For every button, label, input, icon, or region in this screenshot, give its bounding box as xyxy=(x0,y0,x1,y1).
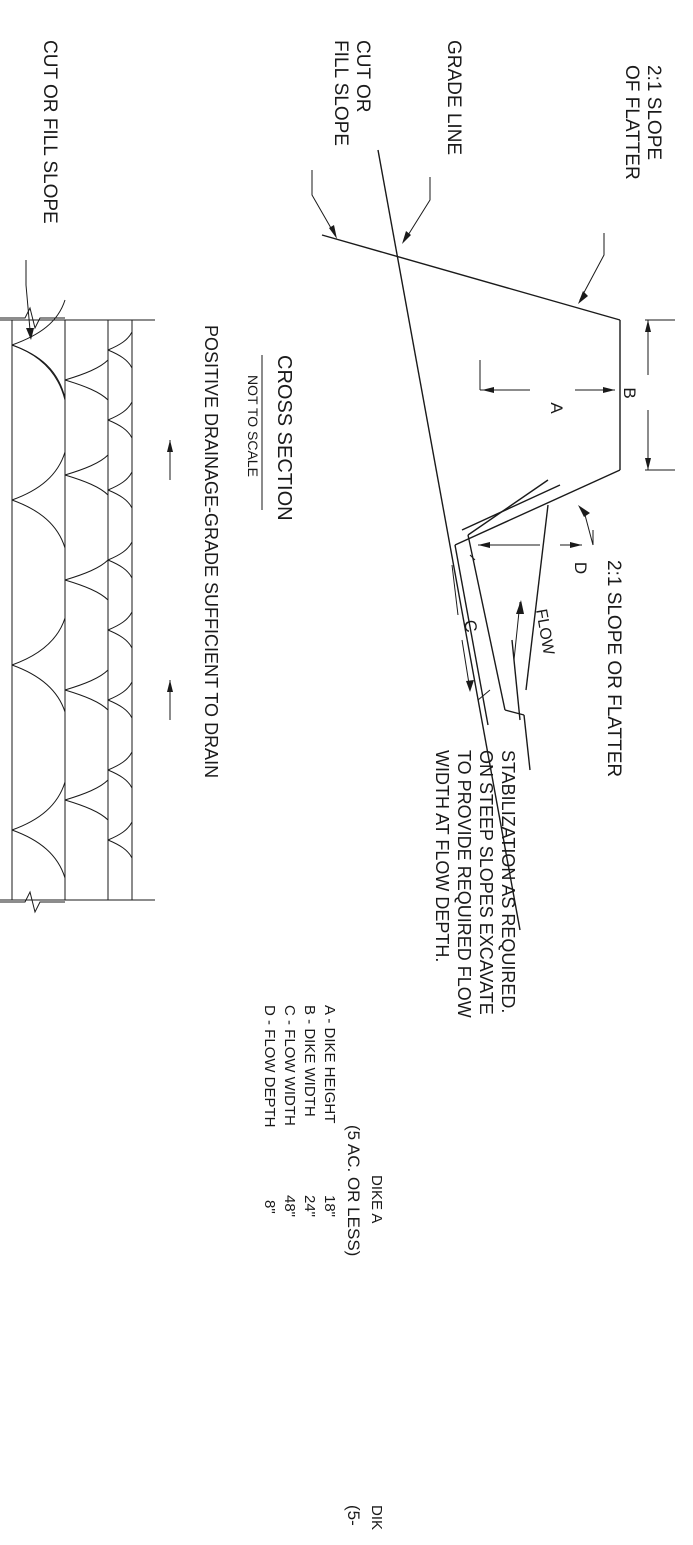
cut-fill-top-line2: FILL SLOPE xyxy=(330,40,351,146)
stabilization-inner xyxy=(511,639,521,721)
table-row-a-value: 18" xyxy=(321,1195,338,1217)
table-row-d-label: D - FLOW DEPTH xyxy=(261,1005,278,1128)
dim-a-label: A xyxy=(547,402,566,414)
table-col2-header-line2: (5- xyxy=(344,1505,363,1526)
riprap-pattern xyxy=(11,299,133,879)
stabilization-line-2 xyxy=(467,479,549,536)
label-slope-right: 2:1 SLOPE OR FLATTER xyxy=(578,505,624,777)
stabilization-line1: STABILIZATION AS REQUIRED. xyxy=(498,750,518,1013)
table-row-d-value: 8" xyxy=(261,1200,278,1214)
stabilization-line2: ON STEEP SLOPES EXCAVATE xyxy=(476,750,496,1015)
table-col2-header-line1: DIK xyxy=(368,1505,385,1530)
table-row-b-value: 24" xyxy=(301,1195,318,1217)
table-col1-header-line2: (5 AC. OR LESS) xyxy=(344,1125,363,1256)
positive-drainage-text: POSITIVE DRAINAGE-GRADE SUFFICIENT TO DR… xyxy=(201,325,221,778)
table-row-c-value: 48" xyxy=(281,1195,298,1217)
cross-section-geometry xyxy=(321,149,621,931)
slope-top-line1: 2:1 SLOPE xyxy=(643,65,664,160)
title-block: CROSS SECTION NOT TO SCALE xyxy=(245,355,295,521)
label-stabilization: STABILIZATION AS REQUIRED. ON STEEP SLOP… xyxy=(432,750,518,1018)
not-to-scale-text: NOT TO SCALE xyxy=(245,375,261,477)
stabilization-right xyxy=(523,714,531,771)
dimension-a: A xyxy=(479,360,615,414)
table-row-b-label: B - DIKE WIDTH xyxy=(301,1005,318,1117)
dike-back-slope xyxy=(454,469,621,546)
channel-bottom-line xyxy=(454,544,489,726)
stabilization-bed xyxy=(467,534,506,711)
dimension-c: C xyxy=(451,564,491,701)
label-slope-top: 2:1 SLOPE OF FLATTER xyxy=(578,65,664,304)
flow-label: FLOW xyxy=(532,608,557,657)
stabilization-line-1 xyxy=(461,484,561,531)
dim-c-label: C xyxy=(460,618,481,633)
plan-view: POSITIVE DRAINAGE-GRADE SUFFICIENT TO DR… xyxy=(0,40,221,914)
cut-fill-bottom-text: CUT OR FILL SLOPE xyxy=(39,40,60,224)
slope-right-text: 2:1 SLOPE OR FLATTER xyxy=(603,560,624,777)
cross-section-title: CROSS SECTION xyxy=(273,355,295,521)
grade-line xyxy=(377,149,521,931)
stabilization-outer-line xyxy=(525,504,549,691)
dimension-b: B xyxy=(620,319,675,471)
table-row-c-label: C - FLOW WIDTH xyxy=(281,1005,298,1126)
dim-b-label: B xyxy=(620,387,639,398)
cut-fill-slope-line xyxy=(321,234,621,321)
stabilization-edge xyxy=(504,709,525,716)
dim-d-label: D xyxy=(571,562,590,574)
grade-line-text: GRADE LINE xyxy=(443,40,464,155)
stabilization-line3: TO PROVIDE REQUIRED FLOW xyxy=(454,750,474,1018)
label-grade-line: GRADE LINE xyxy=(402,40,464,244)
label-cut-fill-top: CUT OR FILL SLOPE xyxy=(311,40,373,239)
cut-fill-top-line1: CUT OR xyxy=(352,40,373,112)
table-row-a-label: A - DIKE HEIGHT xyxy=(321,1005,338,1123)
dimension-d: D xyxy=(469,542,590,574)
table-col1-header-line1: DIKE A xyxy=(368,1175,385,1223)
dimension-table: A - DIKE HEIGHT B - DIKE WIDTH C - FLOW … xyxy=(261,1005,385,1530)
slope-top-line2: OF FLATTER xyxy=(621,65,642,180)
stabilization-line4: WIDTH AT FLOW DEPTH. xyxy=(432,750,452,962)
